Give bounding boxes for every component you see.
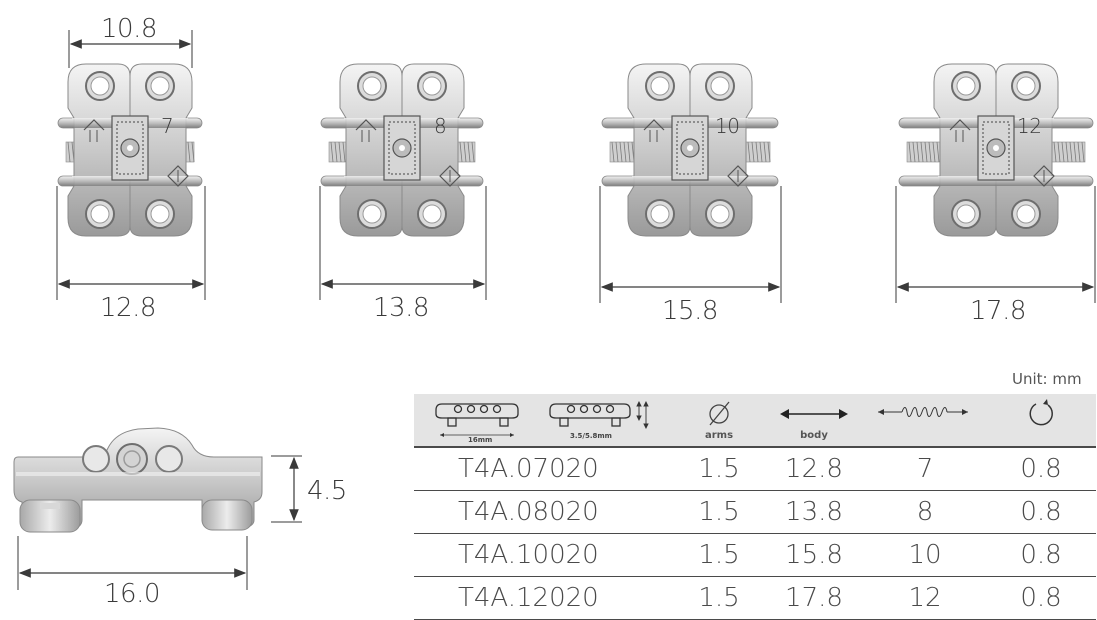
hinge-width-label-4: 17.8: [970, 296, 1026, 326]
diamond-icon: [1033, 165, 1055, 187]
width-dimension-3: [599, 186, 782, 303]
row-code: T4A.07020: [414, 447, 674, 491]
side-width-dimension: [17, 536, 248, 590]
arrow-up-icon: [643, 119, 665, 131]
header-turn: [986, 394, 1096, 448]
hinge-number-4: 12: [1017, 114, 1042, 138]
spring-icon: [878, 407, 968, 417]
diamond-icon: [727, 165, 749, 187]
table-row: T4A.07020 1.5 12.8 7 0.8: [414, 447, 1096, 491]
diamond-icon: [167, 165, 189, 187]
table-row: T4A.08020 1.5 13.8 8 0.8: [414, 490, 1096, 534]
row-body: 12.8: [764, 447, 864, 491]
header-arms: arms: [674, 394, 764, 448]
diameter-icon: [709, 401, 730, 426]
width-dimension-4: [895, 186, 1096, 303]
hinge-expander-4: [895, 63, 1096, 303]
hinge-number-1: 7: [161, 114, 174, 138]
hinge-width-label-3: 15.8: [662, 296, 718, 326]
row-expansion: 7: [864, 447, 986, 491]
hinge-number-3: 10: [715, 114, 740, 138]
top-width-label: 10.8: [101, 14, 157, 44]
hinge-width-label-1: 12.8: [100, 293, 156, 323]
row-arms: 1.5: [674, 576, 764, 620]
row-code: T4A.08020: [414, 490, 674, 534]
side-height-dimension: [271, 455, 302, 523]
header-expansion: [864, 394, 986, 448]
row-code: T4A.10020: [414, 533, 674, 577]
side-height-label: 4.5: [307, 476, 347, 506]
row-turn: 0.8: [986, 490, 1096, 534]
row-turn: 0.8: [986, 533, 1096, 577]
width-dimension-1: [56, 186, 206, 300]
height-label: 3.5/5.8mm: [570, 432, 612, 440]
side-view-expander: [13, 427, 263, 533]
expander-outline-icon: [435, 400, 649, 437]
row-turn: 0.8: [986, 576, 1096, 620]
rotation-icon: [1029, 399, 1053, 426]
hinge-width-label-2: 13.8: [373, 293, 429, 323]
hinge-expander-3: [599, 63, 782, 303]
row-body: 15.8: [764, 533, 864, 577]
hinge-expander-2: [319, 63, 487, 300]
table-header-row: 16mm 3.5/5.8mm arms: [414, 394, 1096, 448]
side-width-label: 16.0: [104, 579, 160, 609]
table-row: T4A.12020 1.5 17.8 12 0.8: [414, 576, 1096, 620]
hinge-expander-1: [56, 63, 206, 300]
unit-label: Unit: mm: [1012, 370, 1082, 388]
row-code: T4A.12020: [414, 576, 674, 620]
length-label: 16mm: [468, 436, 493, 444]
row-arms: 1.5: [674, 447, 764, 491]
row-body: 17.8: [764, 576, 864, 620]
body-label: body: [800, 430, 828, 441]
header-expander-icons: 16mm 3.5/5.8mm: [414, 394, 674, 448]
double-arrow-icon: [780, 409, 848, 419]
row-expansion: 10: [864, 533, 986, 577]
row-expansion: 8: [864, 490, 986, 534]
spec-table: 16mm 3.5/5.8mm arms: [414, 394, 1096, 620]
row-turn: 0.8: [986, 447, 1096, 491]
header-body: body: [764, 394, 864, 448]
arrow-up-icon: [949, 119, 971, 131]
row-arms: 1.5: [674, 490, 764, 534]
arrow-up-icon: [83, 119, 105, 131]
row-body: 13.8: [764, 490, 864, 534]
hinge-number-2: 8: [434, 114, 447, 138]
row-arms: 1.5: [674, 533, 764, 577]
diamond-icon: [439, 165, 461, 187]
arms-label: arms: [704, 430, 734, 441]
row-expansion: 12: [864, 576, 986, 620]
top-dimension: [68, 30, 193, 68]
width-dimension-2: [319, 186, 487, 300]
arrow-up-icon: [355, 119, 377, 131]
table-row: T4A.10020 1.5 15.8 10 0.8: [414, 533, 1096, 577]
